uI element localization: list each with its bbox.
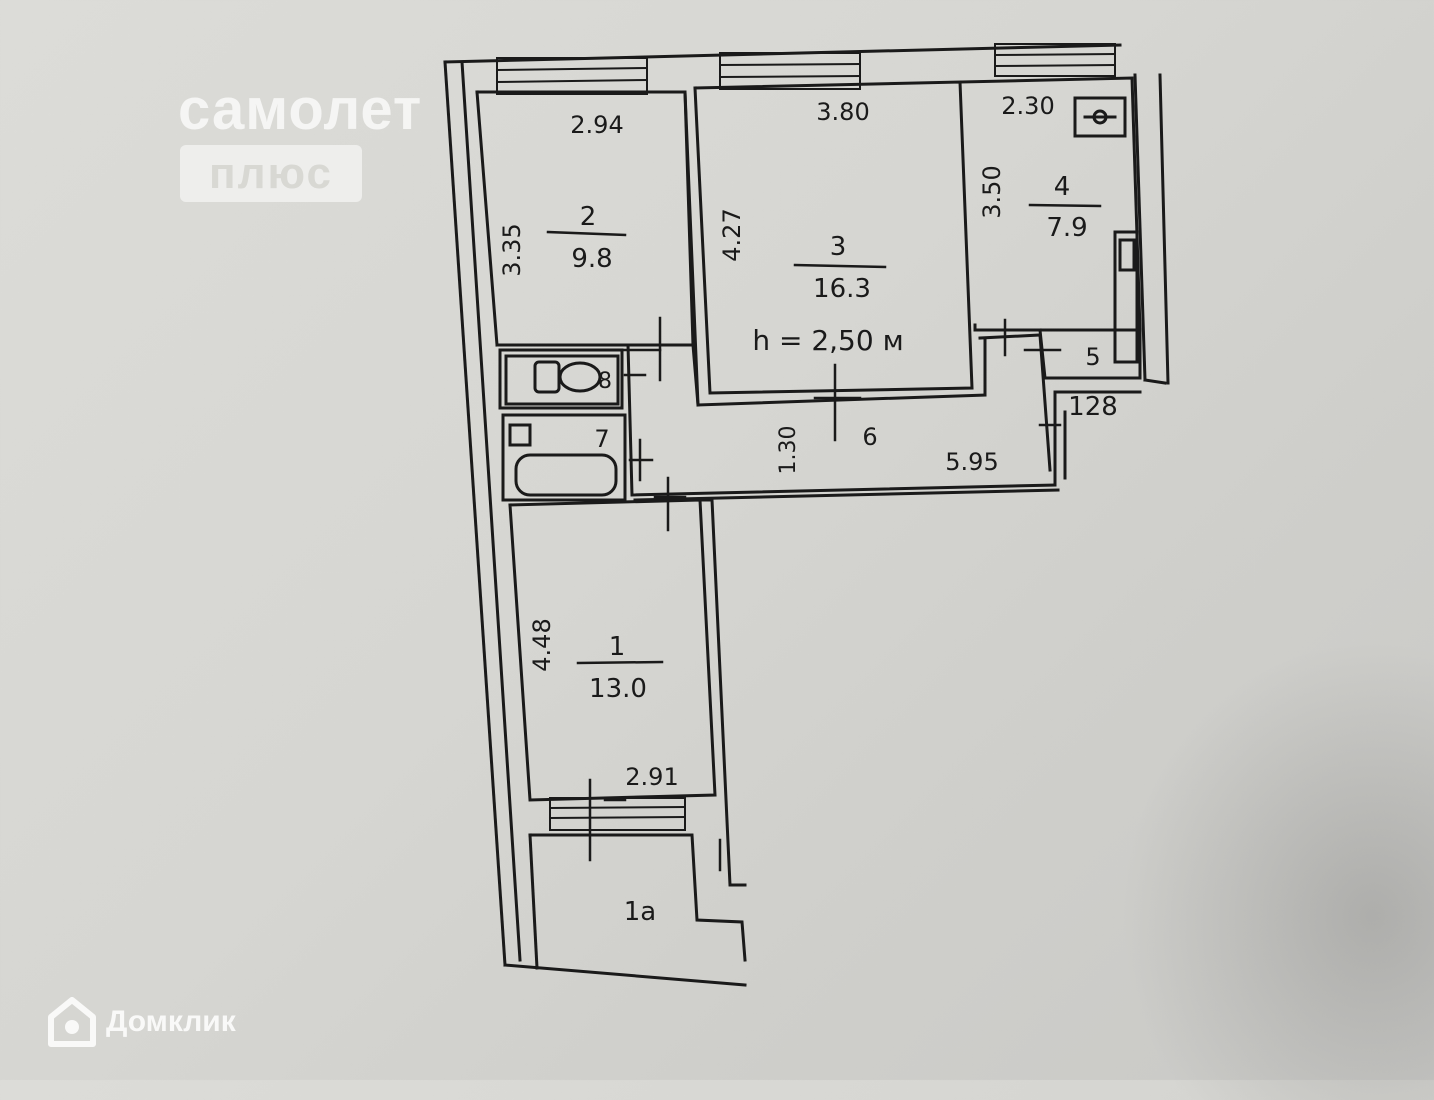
- room-2-area: 9.8: [571, 244, 612, 274]
- balcony-1a-walls: [528, 833, 747, 970]
- room-3-area: 16.3: [813, 274, 871, 304]
- samolet-plus-badge: плюс: [180, 145, 362, 202]
- domclick-watermark: Домклик: [48, 992, 236, 1052]
- door-marks: [588, 316, 1062, 872]
- dim-room4-width: 2.30: [1001, 92, 1054, 120]
- room-1-number: 1: [609, 632, 626, 662]
- dim-room4-depth: 3.50: [978, 165, 1006, 218]
- room-1-area: 13.0: [589, 674, 647, 704]
- outer-walls: [443, 43, 1170, 987]
- dim-room1-depth: 4.48: [528, 618, 556, 671]
- domclick-label: Домклик: [106, 1005, 236, 1038]
- dim-hall-length: 5.95: [945, 448, 998, 476]
- room-3-number: 3: [830, 232, 847, 262]
- room-2-number: 2: [580, 202, 597, 232]
- wc-label: 8: [598, 369, 612, 394]
- room-4-number: 4: [1054, 172, 1071, 202]
- dim-hall-width: 1.30: [776, 426, 801, 475]
- window-room-2: [495, 57, 649, 95]
- closet-label: 5: [1085, 343, 1100, 371]
- window-room-3: [718, 52, 862, 90]
- window-room-4: [993, 43, 1117, 77]
- bath-label: 7: [594, 425, 609, 453]
- samolet-watermark: самолет: [178, 77, 423, 142]
- photo-shadow: [1120, 640, 1434, 1100]
- balcony-window: [548, 797, 687, 831]
- dim-room2-depth: 3.35: [498, 223, 526, 276]
- room-4-area: 7.9: [1046, 213, 1087, 243]
- room-1-walls: [508, 498, 747, 887]
- dim-room1-width: 2.91: [625, 763, 678, 791]
- dim-room3-depth: 4.27: [718, 208, 746, 261]
- dim-room2-width: 2.94: [570, 111, 623, 139]
- hall-label: 6: [862, 423, 877, 451]
- wc-8-walls: [498, 348, 624, 410]
- niche-label: 128: [1068, 392, 1118, 422]
- house-icon: [48, 997, 96, 1047]
- balcony-label: 1а: [624, 897, 656, 927]
- area-bars: [546, 203, 1102, 665]
- bath-7-walls: [501, 413, 627, 502]
- ceiling-height: h = 2,50 м: [752, 324, 903, 357]
- dim-room3-width: 3.80: [816, 98, 869, 126]
